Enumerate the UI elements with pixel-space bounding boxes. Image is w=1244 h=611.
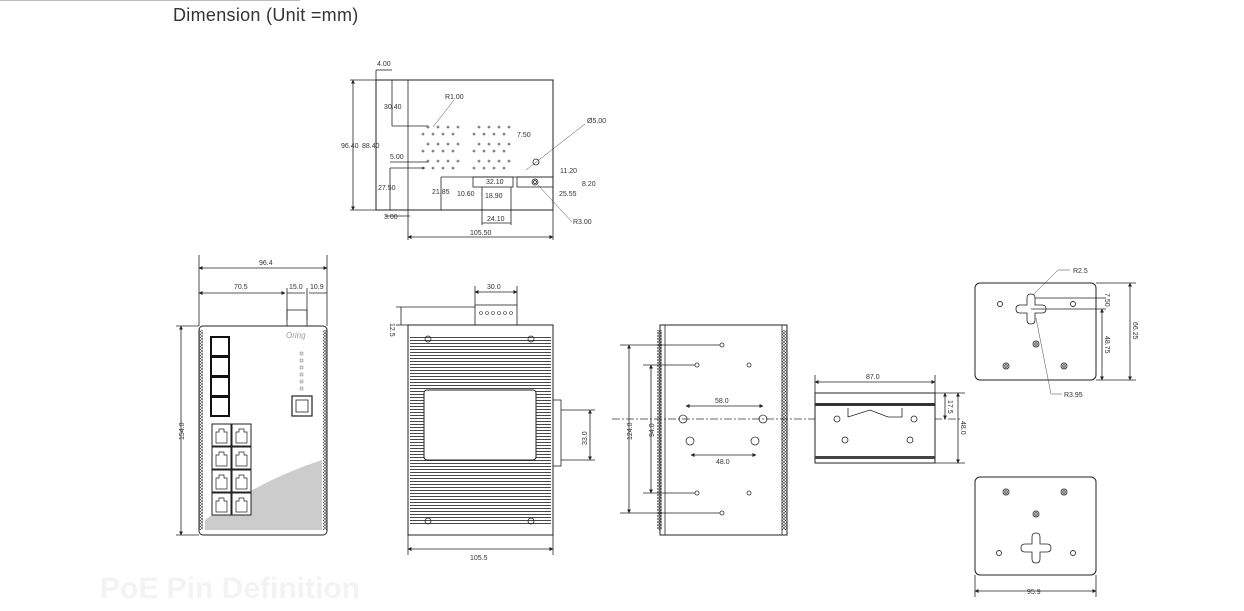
dim-label: Ø5.00 (587, 118, 606, 125)
dim-label: 88.40 (362, 143, 380, 150)
dim-label: R3.00 (573, 219, 592, 226)
dim-label: R3.95 (1064, 392, 1083, 399)
side-view-drawing: 30.0 12.5 33.0 105.5 (388, 284, 595, 562)
leds (299, 351, 304, 391)
dim-label: 154.0 (179, 422, 186, 440)
rj45-ports (211, 423, 252, 516)
dim-label: 105.5 (470, 555, 488, 562)
dim-label: 48.75 (1103, 336, 1110, 354)
next-section-heading: PoE Pin Definition (100, 572, 360, 605)
front-view-drawing: Oring 96.4 70.5 15.0 10.9 154.0 (176, 255, 328, 536)
din-rail-drawing: 87.0 17.5 48.0 (814, 374, 966, 464)
dim-label: 96.40 (341, 143, 359, 150)
dim-label: 27.50 (378, 185, 396, 192)
dim-label: 87.0 (866, 374, 880, 381)
dim-label: 24.10 (487, 216, 505, 223)
dim-label: 10.60 (457, 191, 475, 198)
dim-label: R2.5 (1073, 268, 1088, 275)
dim-label: 12.5 (388, 323, 395, 337)
dim-label: 58.0 (715, 398, 729, 405)
dim-label: 7.50 (517, 132, 531, 139)
dim-label: 7.50 (1103, 293, 1110, 307)
vent-holes (421, 125, 511, 170)
dim-label: 70.5 (234, 284, 248, 291)
dim-label: 66.25 (1131, 322, 1138, 340)
dim-label: 48.0 (959, 421, 966, 435)
dim-label: 30.0 (487, 284, 501, 291)
brand-logo: Oring (286, 331, 306, 340)
dim-label: 18.90 (485, 193, 503, 200)
dim-label: 124.0 (627, 422, 634, 440)
console-port (291, 395, 313, 417)
dim-label: 32.10 (486, 179, 504, 186)
dim-label: 30.40 (384, 104, 402, 111)
top-view-drawing: 4.00 30.40 R1.00 7.50 Ø5.00 96.40 88.40 … (341, 61, 606, 240)
dim-label: 10.9 (310, 284, 324, 291)
dim-label: 33.0 (582, 431, 589, 445)
dim-label: 4.00 (377, 61, 391, 68)
dim-label: 48.0 (716, 459, 730, 466)
top-divider (0, 0, 300, 1)
din-back-view-drawing: 124.0 94.0 58.0 48.0 (612, 324, 960, 536)
dim-label: 25.55 (559, 191, 577, 198)
dim-label: 95.9 (1027, 589, 1041, 596)
dim-label: 11.20 (560, 168, 577, 175)
dim-label: 17.5 (946, 400, 953, 414)
dim-label: R1.00 (445, 94, 464, 101)
dim-label: 3.00 (384, 214, 398, 221)
sfp-ports (210, 336, 230, 417)
dim-label: 21.85 (432, 189, 450, 196)
dim-label: 5.00 (390, 154, 404, 161)
wall-mount-plate-drawing: R2.5 7.50 48.75 66.25 R3.95 95.9 (974, 268, 1138, 597)
dim-label: 8.20 (582, 181, 596, 188)
dim-label: 94.0 (649, 423, 656, 437)
page-title: Dimension (Unit =mm) (173, 5, 359, 25)
dim-label: 15.0 (289, 284, 303, 291)
dim-label: 96.4 (259, 260, 273, 267)
dim-label: 105.50 (470, 230, 492, 237)
